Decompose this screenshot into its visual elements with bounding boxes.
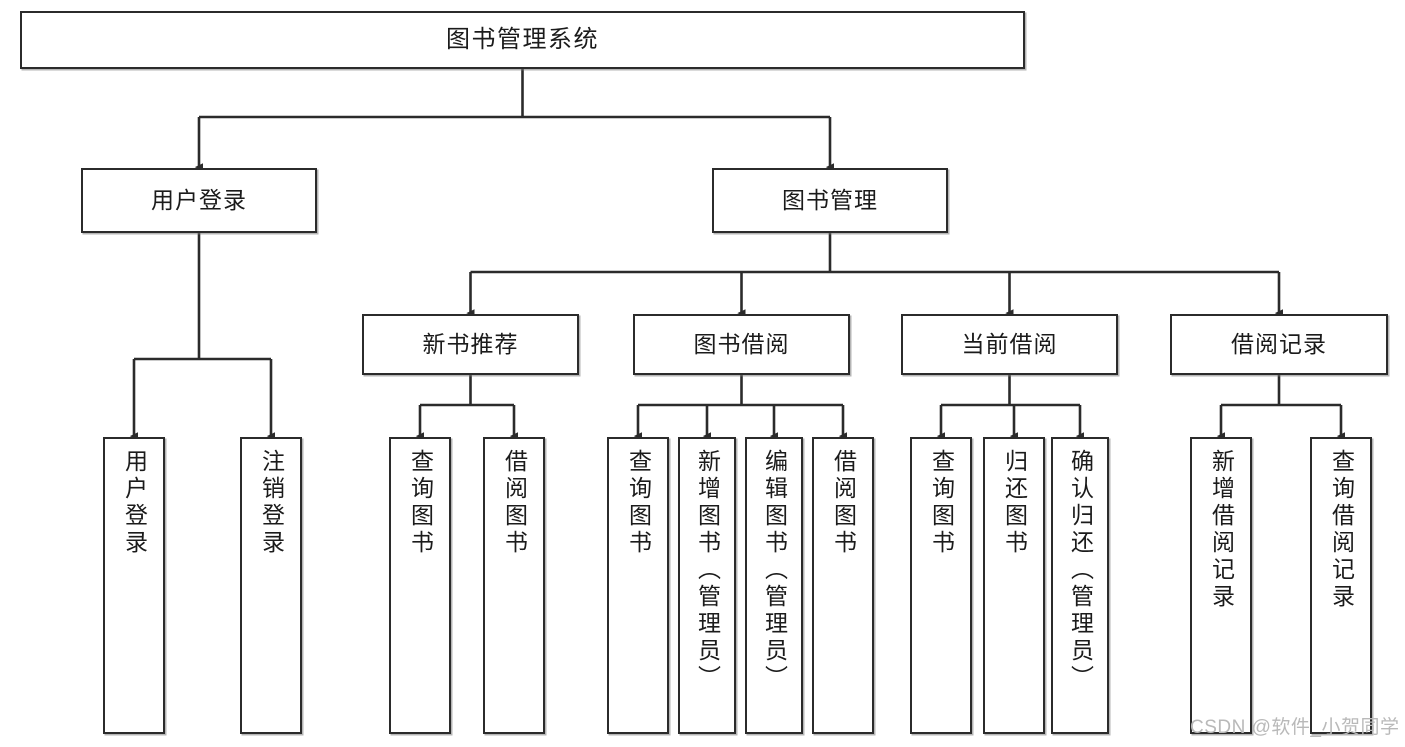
node-borrowing-record[interactable]: 借阅记录 bbox=[1170, 314, 1388, 375]
node-label: 查询借阅记录 bbox=[1328, 449, 1355, 611]
leaf-query-borrow-record[interactable]: 查询借阅记录 bbox=[1310, 437, 1372, 734]
leaf-query-book-2[interactable]: 查询图书 bbox=[607, 437, 669, 734]
node-book-management-system[interactable]: 图书管理系统 bbox=[20, 11, 1025, 69]
node-label: 新增借阅记录 bbox=[1208, 449, 1235, 611]
leaf-query-book-3[interactable]: 查询图书 bbox=[910, 437, 972, 734]
node-label: 确认归还（管理员） bbox=[1067, 449, 1094, 692]
leaf-user-login[interactable]: 用户登录 bbox=[103, 437, 165, 734]
node-label: 当前借阅 bbox=[961, 331, 1058, 358]
leaf-query-book-1[interactable]: 查询图书 bbox=[389, 437, 451, 734]
node-label: 图书借阅 bbox=[693, 331, 790, 358]
node-label: 借阅记录 bbox=[1231, 331, 1327, 358]
node-label: 编辑图书（管理员） bbox=[761, 449, 788, 692]
watermark-text: CSDN @软件_小贺同学 bbox=[1190, 717, 1400, 738]
leaf-borrow-book-1[interactable]: 借阅图书 bbox=[483, 437, 545, 734]
leaf-logout-login[interactable]: 注销登录 bbox=[240, 437, 302, 734]
node-label: 借阅图书 bbox=[501, 449, 528, 557]
node-label: 查询图书 bbox=[625, 449, 652, 557]
node-user-login[interactable]: 用户登录 bbox=[81, 168, 317, 233]
node-current-borrowing[interactable]: 当前借阅 bbox=[901, 314, 1118, 375]
node-label: 查询图书 bbox=[407, 449, 434, 557]
node-label: 新增图书（管理员） bbox=[694, 449, 721, 692]
node-book-borrowing[interactable]: 图书借阅 bbox=[633, 314, 850, 375]
leaf-add-borrow-record[interactable]: 新增借阅记录 bbox=[1190, 437, 1252, 734]
node-new-book-recommendation[interactable]: 新书推荐 bbox=[362, 314, 579, 375]
node-label: 注销登录 bbox=[258, 449, 285, 557]
node-label: 用户登录 bbox=[151, 187, 247, 214]
leaf-borrow-book-2[interactable]: 借阅图书 bbox=[812, 437, 874, 734]
node-book-management[interactable]: 图书管理 bbox=[712, 168, 948, 233]
node-label: 图书管理系统 bbox=[446, 26, 599, 54]
leaf-edit-book-admin[interactable]: 编辑图书（管理员） bbox=[745, 437, 803, 734]
node-label: 借阅图书 bbox=[830, 449, 857, 557]
leaf-add-book-admin[interactable]: 新增图书（管理员） bbox=[678, 437, 736, 734]
leaf-confirm-return-admin[interactable]: 确认归还（管理员） bbox=[1051, 437, 1109, 734]
node-label: 新书推荐 bbox=[422, 331, 519, 358]
node-label: 图书管理 bbox=[782, 187, 878, 214]
node-label: 归还图书 bbox=[1001, 449, 1028, 557]
node-label: 查询图书 bbox=[928, 449, 955, 557]
node-label: 用户登录 bbox=[121, 449, 148, 557]
leaf-return-book[interactable]: 归还图书 bbox=[983, 437, 1045, 734]
